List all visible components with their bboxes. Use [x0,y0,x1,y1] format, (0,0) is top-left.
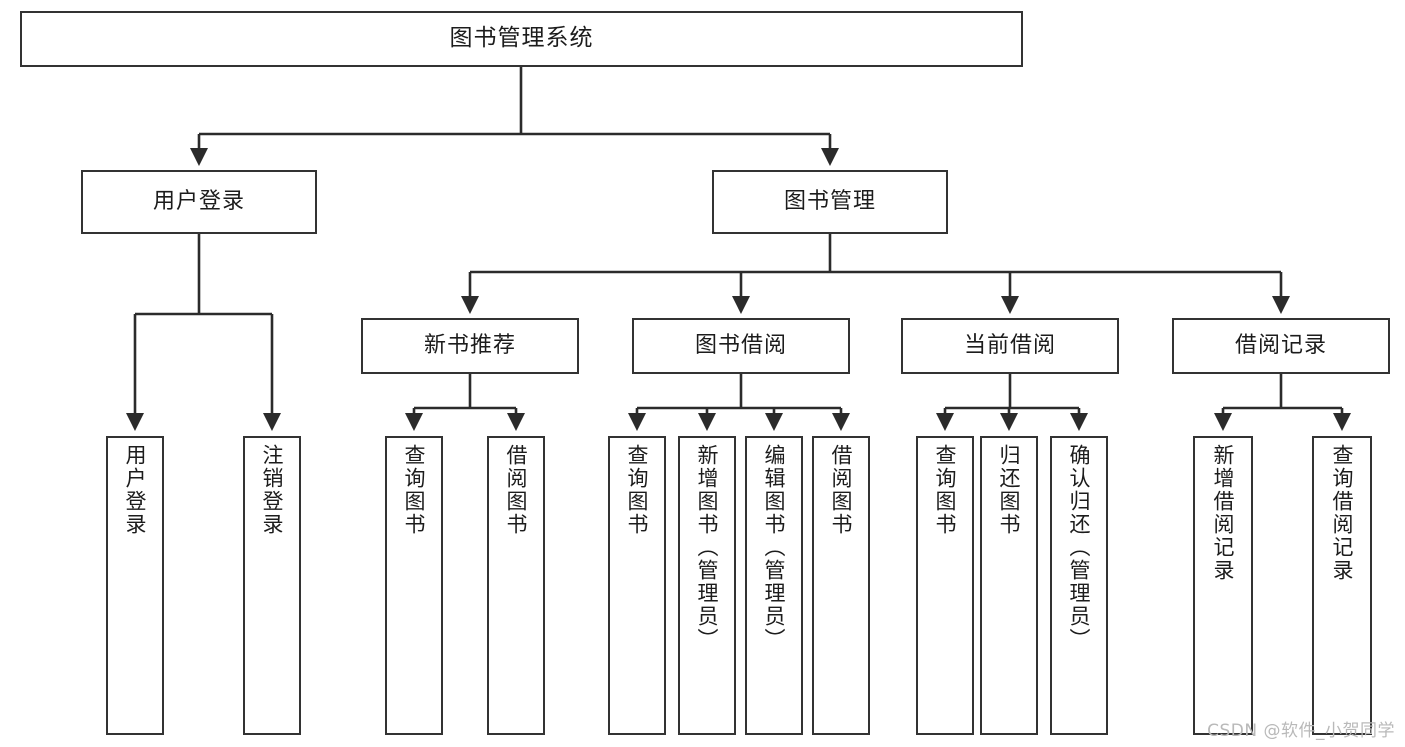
node-leaf-edit-book-label: 编辑图书（管理员） [762,444,787,651]
node-borrow-record[interactable]: 借阅记录 [1172,318,1390,374]
node-leaf-user-login-label: 用户登录 [123,444,148,536]
node-leaf-edit-book[interactable]: 编辑图书（管理员） [745,436,803,735]
node-leaf-return-book-label: 归还图书 [997,444,1022,536]
csdn-watermark: CSDN @软件_小贺同学 [1207,721,1395,741]
node-root[interactable]: 图书管理系统 [20,11,1023,67]
node-leaf-logout-login-label: 注销登录 [260,444,285,536]
node-book-borrow-label: 图书借阅 [694,333,787,359]
node-leaf-borrow-book-recommend-label: 借阅图书 [504,444,529,536]
node-leaf-add-book-label: 新增图书（管理员） [695,444,720,651]
node-leaf-add-borrow-record[interactable]: 新增借阅记录 [1193,436,1253,735]
node-leaf-query-borrow-record[interactable]: 查询借阅记录 [1312,436,1372,735]
node-leaf-query-book-borrow[interactable]: 查询图书 [608,436,666,735]
node-leaf-query-book-borrow-label: 查询图书 [625,444,650,536]
node-leaf-borrow-book-recommend[interactable]: 借阅图书 [487,436,545,735]
node-leaf-query-borrow-record-label: 查询借阅记录 [1330,444,1355,582]
node-leaf-query-book-current[interactable]: 查询图书 [916,436,974,735]
node-leaf-confirm-return[interactable]: 确认归还（管理员） [1050,436,1108,735]
node-leaf-query-book-recommend-label: 查询图书 [402,444,427,536]
node-leaf-query-book-current-label: 查询图书 [933,444,958,536]
node-book-manage[interactable]: 图书管理 [712,170,948,234]
node-new-book-recommend-label: 新书推荐 [423,333,516,359]
node-root-label: 图书管理系统 [449,25,594,52]
node-user-login-label: 用户登录 [152,189,245,215]
node-leaf-add-book[interactable]: 新增图书（管理员） [678,436,736,735]
node-leaf-query-book-recommend[interactable]: 查询图书 [385,436,443,735]
node-user-login[interactable]: 用户登录 [81,170,317,234]
node-leaf-confirm-return-label: 确认归还（管理员） [1067,444,1092,651]
node-borrow-record-label: 借阅记录 [1234,333,1327,359]
node-leaf-add-borrow-record-label: 新增借阅记录 [1211,444,1236,582]
node-current-borrow-label: 当前借阅 [963,333,1056,359]
node-leaf-return-book[interactable]: 归还图书 [980,436,1038,735]
node-new-book-recommend[interactable]: 新书推荐 [361,318,579,374]
node-leaf-borrow-book-borrow-label: 借阅图书 [829,444,854,536]
node-book-manage-label: 图书管理 [783,189,876,215]
node-current-borrow[interactable]: 当前借阅 [901,318,1119,374]
node-leaf-borrow-book-borrow[interactable]: 借阅图书 [812,436,870,735]
node-book-borrow[interactable]: 图书借阅 [632,318,850,374]
node-leaf-user-login[interactable]: 用户登录 [106,436,164,735]
node-leaf-logout-login[interactable]: 注销登录 [243,436,301,735]
